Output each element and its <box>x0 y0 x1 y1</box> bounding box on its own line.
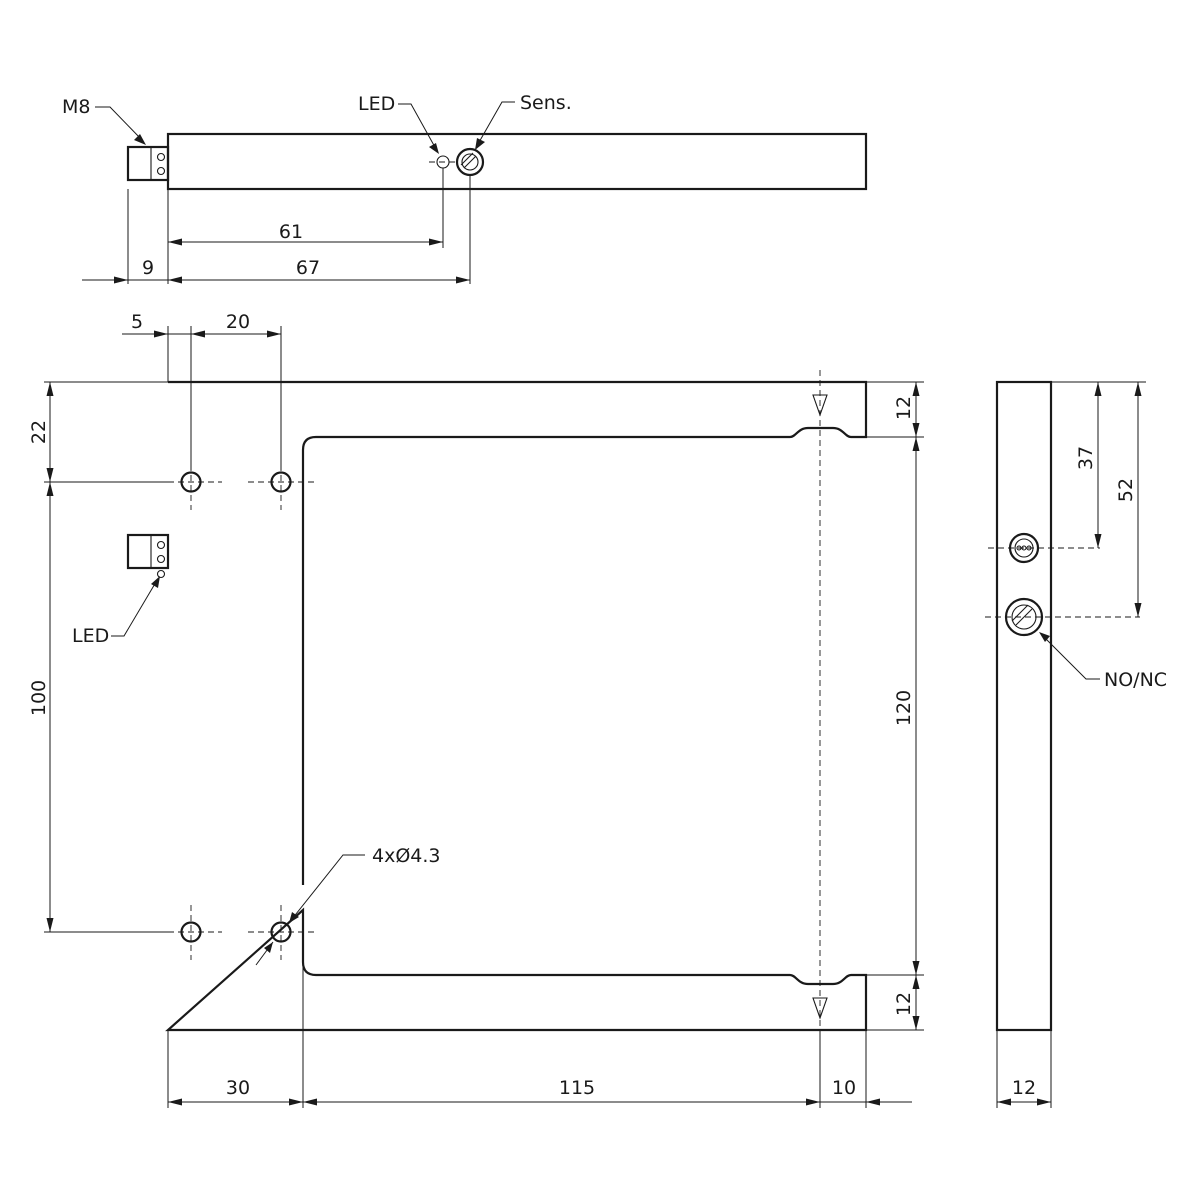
top-view <box>126 132 868 191</box>
mounting-hole-icon <box>248 905 315 960</box>
dim-12-bottom: 12 <box>893 992 915 1016</box>
front-view-fork-outline <box>165 380 868 1032</box>
side-connector-icon <box>988 532 1100 564</box>
dim-12-top: 12 <box>893 396 915 420</box>
dim-100: 100 <box>28 680 50 716</box>
callout-led-side: LED <box>72 576 160 647</box>
callout-m8: M8 <box>62 96 146 145</box>
beam-emitter-triangle-icon <box>812 394 828 417</box>
led-icon <box>429 155 457 169</box>
dim-67: 67 <box>296 257 320 279</box>
mounting-hole-icon <box>168 905 222 960</box>
side-view <box>985 380 1140 1032</box>
label-led-top: LED <box>358 93 395 115</box>
sensitivity-potentiometer-icon <box>455 147 485 177</box>
callout-holes: 4xØ4.3 <box>255 845 441 966</box>
dim-20: 20 <box>226 311 250 333</box>
dim-115: 115 <box>559 1077 595 1099</box>
label-sens: Sens. <box>520 92 572 114</box>
callout-led-top: LED <box>358 93 439 154</box>
dim-9: 9 <box>142 257 154 279</box>
dim-22: 22 <box>28 420 50 444</box>
mounting-hole-icon <box>248 455 315 510</box>
side-view-dimensions: 37 52 12 <box>996 381 1146 1108</box>
callout-nonc: NO/NC <box>1039 632 1167 691</box>
label-m8: M8 <box>62 96 90 118</box>
top-view-dimensions: 61 9 67 <box>82 168 471 284</box>
top-view-m8-connector <box>126 145 170 182</box>
side-view-body <box>995 380 1053 1032</box>
dim-12-width: 12 <box>1012 1077 1036 1099</box>
dim-37: 37 <box>1075 446 1097 470</box>
dim-120: 120 <box>893 690 915 726</box>
front-view-dimensions: 5 20 22 100 12 120 12 <box>28 311 924 1108</box>
label-holes: 4xØ4.3 <box>372 845 441 867</box>
beam-receiver-triangle-icon <box>812 997 828 1020</box>
label-led-side: LED <box>72 625 109 647</box>
dim-30: 30 <box>226 1077 250 1099</box>
beam-axis <box>812 370 828 1038</box>
dim-61: 61 <box>279 221 303 243</box>
front-view <box>126 370 868 1038</box>
callout-sens: Sens. <box>475 92 572 150</box>
front-view-side-connector <box>126 533 170 579</box>
no-nc-switch-icon <box>985 597 1140 637</box>
dim-10: 10 <box>832 1077 856 1099</box>
mounting-hole-icon <box>168 455 222 510</box>
top-view-body <box>166 132 868 191</box>
dim-52: 52 <box>1115 478 1137 502</box>
label-nonc: NO/NC <box>1104 669 1167 691</box>
dim-5: 5 <box>131 311 143 333</box>
